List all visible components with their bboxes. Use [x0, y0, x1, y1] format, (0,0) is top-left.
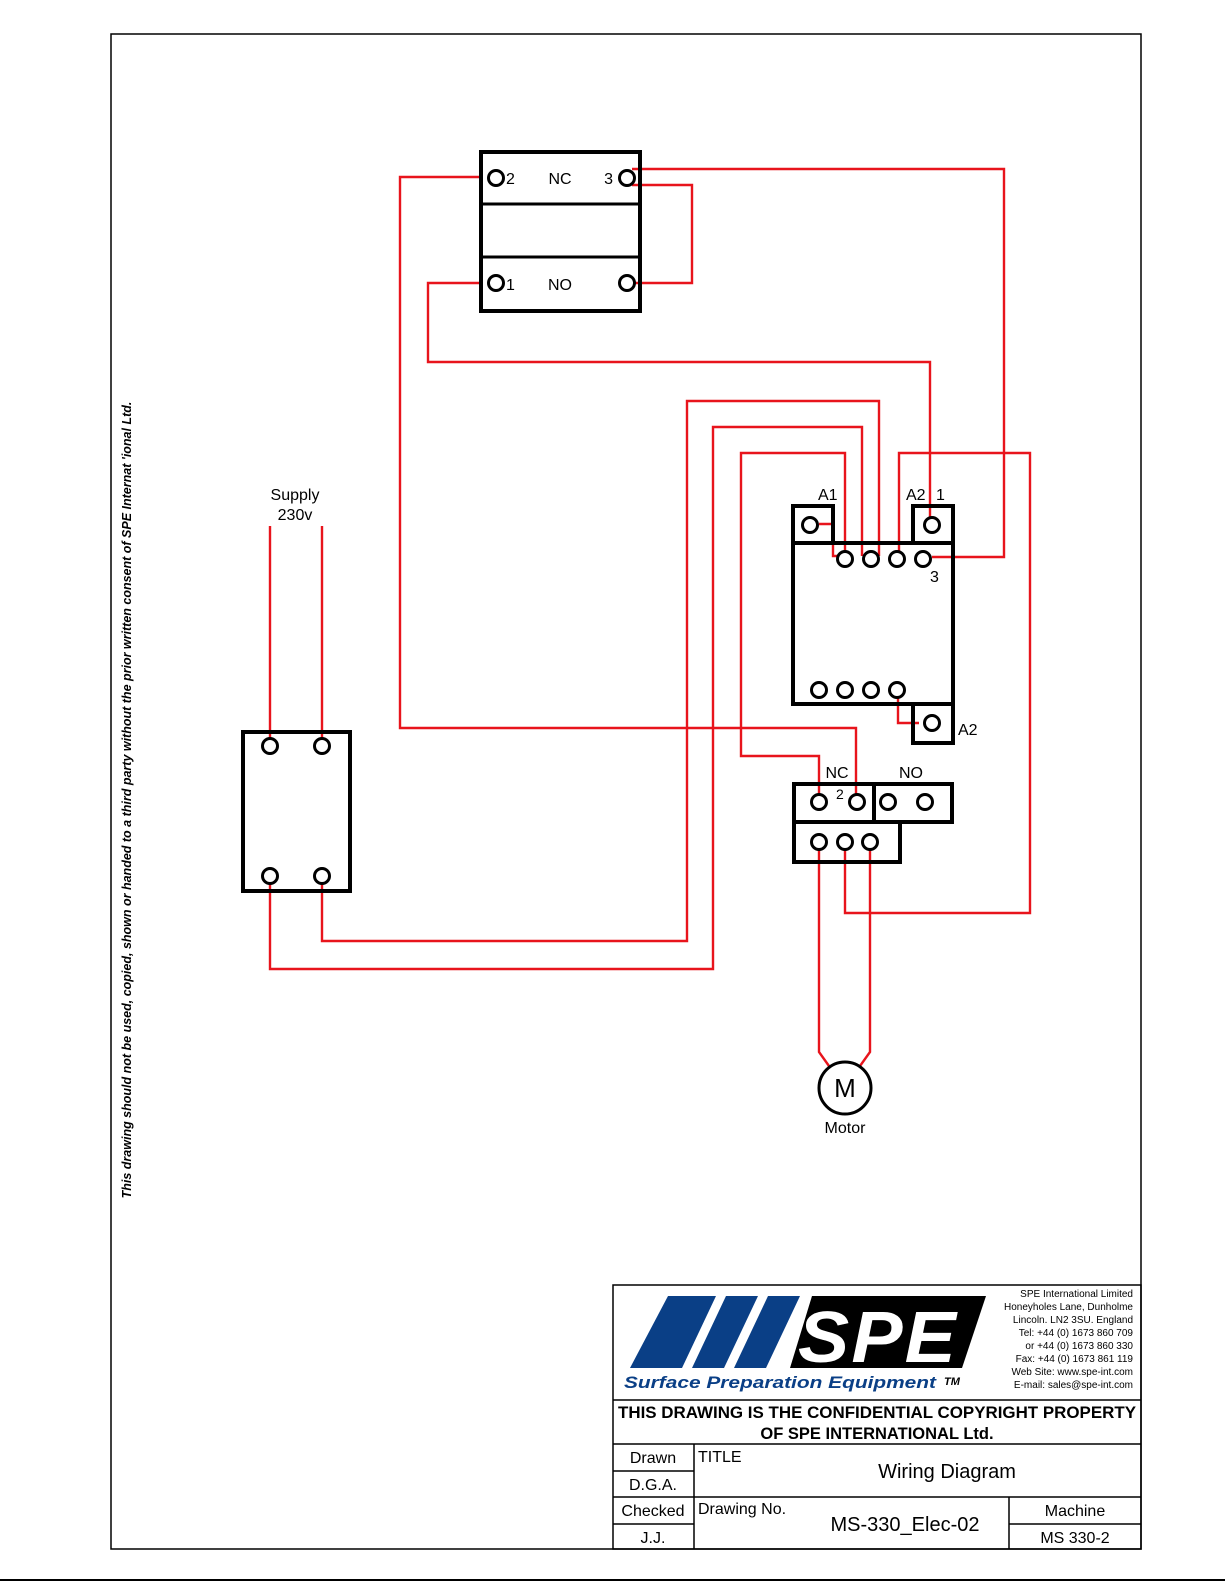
- drawing-frame: [110, 33, 1142, 1550]
- switch-terminal-2: [487, 169, 505, 187]
- supply-label-line2: 230v: [278, 507, 313, 524]
- contactor-body: [791, 541, 955, 706]
- switch-terminal-1: [487, 274, 505, 292]
- wire-switch2-to-aux2: [398, 175, 858, 800]
- company-line: SPE International Limited: [1020, 1289, 1133, 1300]
- copyright-line-2: OF SPE INTERNATIONAL Ltd.: [760, 1425, 993, 1443]
- aux-nc-terminal-1: [810, 793, 828, 811]
- isolator-terminal-out-a: [261, 867, 279, 885]
- logo-letters: SPE: [798, 1298, 958, 1378]
- switch-terminal-4: [618, 274, 636, 292]
- logo-stripe-1: [630, 1296, 716, 1368]
- company-line: Fax: +44 (0) 1673 861 119: [1016, 1354, 1134, 1365]
- logo-tm: TM: [944, 1376, 961, 1388]
- aux-bottom-terminal-2: [836, 833, 854, 851]
- aux-no-section: [872, 782, 954, 824]
- wire-switch3-to-no: [632, 183, 694, 285]
- checked-label: Checked: [621, 1503, 684, 1520]
- drawing-no-value: MS-330_Elec-02: [831, 1514, 980, 1536]
- aux-label-nc: NC: [825, 765, 848, 782]
- switch-label-2: 2: [506, 171, 515, 188]
- wire-switch3-to-contactor3: [632, 167, 1006, 559]
- company-line: or +44 (0) 1673 860 330: [1025, 1341, 1133, 1352]
- wire-motor-b: [859, 842, 872, 1067]
- wire-return-loop: [843, 451, 1032, 915]
- aux-no-terminal-1: [879, 793, 897, 811]
- aux-bottom-terminal-1: [810, 833, 828, 851]
- machine-value: MS 330-2: [1040, 1530, 1109, 1547]
- supply-isolator: [241, 730, 352, 893]
- company-line: Web Site: www.spe-int.com: [1011, 1367, 1133, 1378]
- contactor-label-1: 1: [936, 487, 945, 504]
- contactor-bottom-terminal-2: [836, 681, 854, 699]
- wire-aux1-to-contactor: [739, 451, 847, 800]
- contactor-bottom-terminal-1: [810, 681, 828, 699]
- isolator-terminal-in-b: [313, 737, 331, 755]
- switch-label-3: 3: [604, 171, 613, 188]
- aux-label-no: NO: [899, 765, 923, 782]
- contactor-top-terminal-4: [914, 550, 932, 568]
- aux-nc-terminal-2: [848, 793, 866, 811]
- supply-label-line1: Supply: [271, 487, 320, 504]
- limit-switch: [479, 150, 642, 313]
- contactor-label-a1: A1: [818, 487, 838, 504]
- contactor-top-terminal-3: [888, 550, 906, 568]
- logo-stripe-3: [734, 1296, 800, 1368]
- switch-body: [479, 150, 642, 313]
- contactor-a2-side-tab: [911, 702, 955, 745]
- logo-tagline: Surface Preparation Equipment: [624, 1373, 938, 1392]
- wires: [268, 167, 1032, 1067]
- title-block-grid: [612, 1284, 1142, 1550]
- checked-value: J.J.: [641, 1530, 666, 1547]
- aux-block: [792, 782, 954, 864]
- page-bottom-rule: [0, 1579, 1225, 1581]
- contactor-label-3: 3: [930, 569, 939, 586]
- company-line: Honeyholes Lane, Dunholme: [1004, 1302, 1133, 1313]
- company-line: E-mail: sales@spe-int.com: [1014, 1380, 1133, 1391]
- logo-letter-block: [790, 1296, 986, 1368]
- wire-supply-a-to-contactor: [268, 425, 864, 971]
- copyright-line-1: THIS DRAWING IS THE CONFIDENTIAL COPYRIG…: [618, 1404, 1136, 1422]
- drawing-no-label: Drawing No.: [698, 1501, 786, 1518]
- company-line: Lincoln. LN2 3SU. England: [1013, 1315, 1133, 1326]
- switch-terminal-3: [618, 169, 636, 187]
- aux-bottom-section: [792, 820, 902, 864]
- machine-label: Machine: [1045, 1503, 1106, 1520]
- aux-no-terminal-2: [916, 793, 934, 811]
- switch-label-nc: NC: [548, 171, 571, 188]
- contactor: [791, 504, 955, 745]
- aux-bottom-terminal-3: [861, 833, 879, 851]
- contactor-label-a2-side: A2: [958, 722, 978, 739]
- contactor-a1-terminal: [801, 516, 819, 534]
- contactor-a2-side-terminal: [923, 714, 941, 732]
- motor-symbol: [817, 1060, 873, 1116]
- drawn-label: Drawn: [630, 1450, 676, 1467]
- title-block-outline: [612, 1284, 1142, 1550]
- motor-label: Motor: [825, 1120, 867, 1137]
- contactor-bottom-terminal-4: [888, 681, 906, 699]
- contactor-top-terminal-2: [862, 550, 880, 568]
- title-label: TITLE: [698, 1449, 742, 1466]
- wire-switch1-to-contactor-a2: [426, 281, 932, 522]
- switch-label-1: 1: [506, 277, 515, 294]
- isolator-body: [241, 730, 352, 893]
- company-details: SPE International Limited Honeyholes Lan…: [1004, 1289, 1133, 1391]
- isolator-terminal-in-a: [261, 737, 279, 755]
- wire-motor-a: [817, 842, 830, 1067]
- contactor-a2-terminal: [923, 516, 941, 534]
- title-value: Wiring Diagram: [878, 1461, 1016, 1483]
- contactor-bottom-terminal-3: [862, 681, 880, 699]
- motor-symbol-letter: M: [834, 1073, 856, 1103]
- wire-supply-b-to-contactor: [320, 399, 881, 943]
- spe-logo: SPE Surface Preparation Equipment TM: [624, 1296, 986, 1392]
- contactor-label-a2-top: A2: [906, 487, 926, 504]
- aux-label-2: 2: [836, 786, 844, 802]
- company-line: Tel: +44 (0) 1673 860 709: [1019, 1328, 1134, 1339]
- isolator-terminal-out-b: [313, 867, 331, 885]
- switch-label-no: NO: [548, 277, 572, 294]
- logo-stripe-2: [692, 1296, 758, 1368]
- contactor-top-terminal-1: [836, 550, 854, 568]
- drawn-value: D.G.A.: [629, 1477, 677, 1494]
